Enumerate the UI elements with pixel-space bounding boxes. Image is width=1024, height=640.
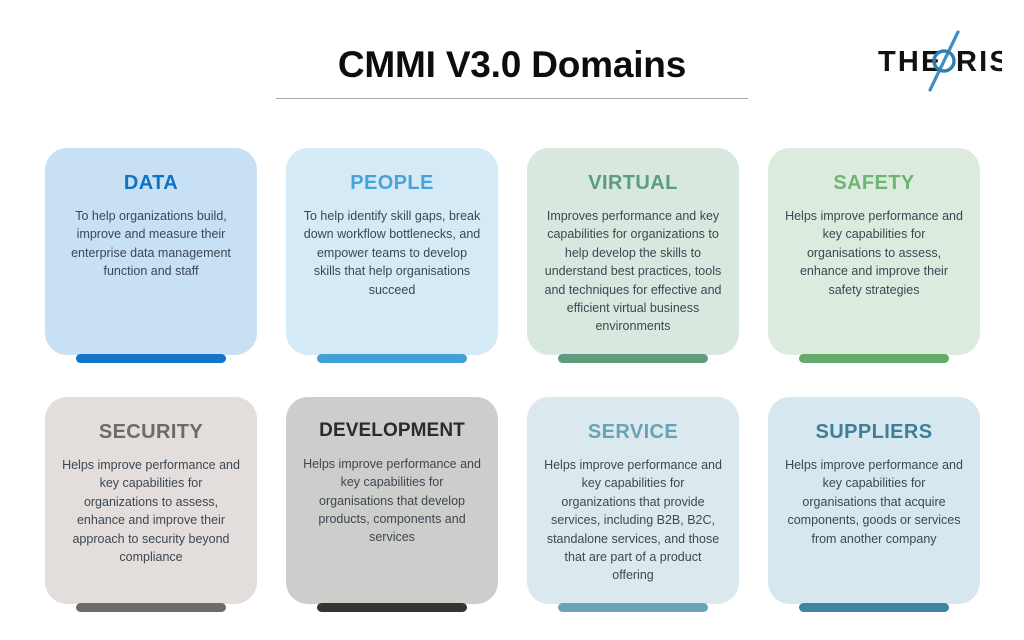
domain-card-suppliers[interactable]: SUPPLIERS Helps improve performance and … <box>768 397 980 612</box>
card-title: VIRTUAL <box>588 172 678 194</box>
card-title: SECURITY <box>98 421 204 443</box>
domain-card-service[interactable]: SERVICE Helps improve performance and ke… <box>527 397 739 612</box>
domain-card-security[interactable]: SECURITY Helps improve performance and k… <box>45 397 257 612</box>
card-title: DATA <box>123 172 179 194</box>
card-title: SERVICE <box>587 421 679 443</box>
svg-text:THE: THE <box>878 46 943 78</box>
card-accent-bar <box>317 603 467 612</box>
card-description: Improves performance and key capabilitie… <box>544 209 722 334</box>
card-description: Helps improve performance and key capabi… <box>785 458 963 546</box>
domain-card-data[interactable]: DATA To help organizations build, improv… <box>45 148 257 363</box>
card-accent-bar <box>76 603 226 612</box>
card-accent-bar <box>76 354 226 363</box>
domains-grid: DATA To help organizations build, improv… <box>45 148 980 612</box>
card-title: SAFETY <box>833 172 915 194</box>
card-accent-bar <box>799 603 949 612</box>
card-accent-bar <box>558 603 708 612</box>
title-block: CMMI V3.0 Domains <box>0 44 1024 99</box>
domain-card-people[interactable]: PEOPLE To help identify skill gaps, brea… <box>286 148 498 363</box>
domain-card-virtual[interactable]: VIRTUAL Improves performance and key cap… <box>527 148 739 363</box>
card-title: DEVELOPMENT <box>319 420 465 441</box>
card-title: PEOPLE <box>350 172 434 194</box>
page-header: CMMI V3.0 Domains THE RIS <box>0 0 1024 135</box>
card-description: Helps improve performance and key capabi… <box>785 209 963 297</box>
page-title: CMMI V3.0 Domains <box>337 44 687 85</box>
card-description: To help identify skill gaps, break down … <box>303 209 481 297</box>
card-title: SUPPLIERS <box>815 421 933 443</box>
card-accent-bar <box>799 354 949 363</box>
card-accent-bar <box>317 354 467 363</box>
card-accent-bar <box>558 354 708 363</box>
theoris-logo: THE RIS <box>872 30 1002 92</box>
title-divider <box>276 97 748 99</box>
card-description: To help organizations build, improve and… <box>71 209 231 279</box>
card-description: Helps improve performance and key capabi… <box>62 458 240 564</box>
svg-text:RIS: RIS <box>956 46 1002 78</box>
card-description: Helps improve performance and key capabi… <box>303 456 481 545</box>
domain-card-development[interactable]: DEVELOPMENT Helps improve performance an… <box>286 397 498 612</box>
domain-card-safety[interactable]: SAFETY Helps improve performance and key… <box>768 148 980 363</box>
card-description: Helps improve performance and key capabi… <box>544 458 722 583</box>
